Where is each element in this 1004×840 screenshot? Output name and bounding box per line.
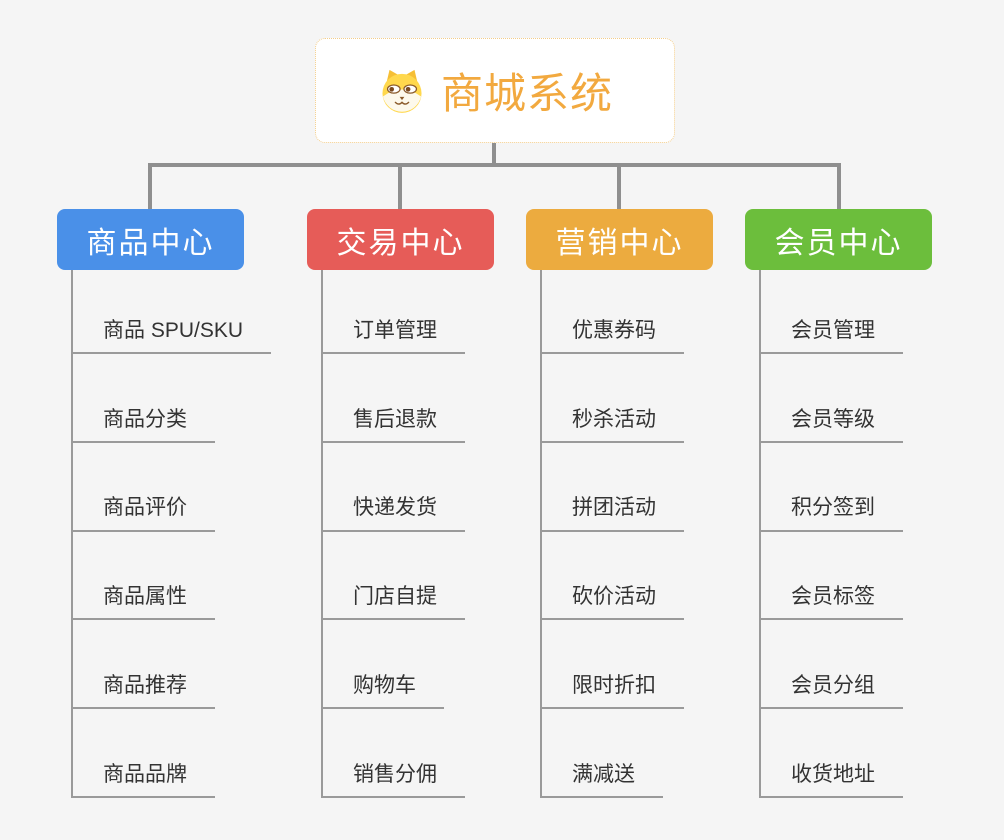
child-node[interactable]: 限时折扣 — [540, 620, 684, 710]
child-node-label: 商品 SPU/SKU — [71, 319, 272, 354]
child-node-label: 会员管理 — [759, 319, 903, 354]
child-node-label: 限时折扣 — [540, 674, 684, 710]
child-node[interactable]: 拼团活动 — [540, 443, 684, 532]
branch-label: 会员中心 — [774, 226, 903, 260]
connector-horizontal-bar — [148, 163, 841, 167]
child-node-label: 商品分类 — [71, 408, 215, 443]
child-node[interactable]: 商品推荐 — [71, 620, 271, 710]
child-node-label: 收货地址 — [759, 763, 903, 798]
child-node[interactable]: 满减送 — [540, 709, 684, 798]
branch-children-column: 商品 SPU/SKU 商品分类商品评价商品属性商品推荐商品品牌 — [71, 270, 272, 798]
child-node[interactable]: 快递发货 — [321, 443, 465, 532]
child-node[interactable]: 商品品牌 — [71, 709, 271, 798]
dog-face-icon — [382, 69, 422, 113]
child-node-label: 满减送 — [540, 763, 663, 798]
child-node-label: 拼团活动 — [540, 496, 684, 532]
child-node-label: 销售分佣 — [321, 763, 465, 798]
child-node-label: 会员标签 — [759, 585, 903, 621]
child-node[interactable]: 商品属性 — [71, 532, 271, 621]
connector-drop-branch-0 — [148, 165, 152, 210]
branch-label: 商品中心 — [86, 226, 215, 260]
child-node-label: 购物车 — [321, 674, 444, 710]
branch-children-column: 会员管理会员等级积分签到会员标签会员分组收货地址 — [759, 270, 903, 798]
child-node[interactable]: 门店自提 — [321, 532, 465, 621]
branch-node-trade-center[interactable]: 交易中心 — [307, 209, 494, 270]
child-node[interactable]: 会员管理 — [759, 270, 903, 354]
child-node-label: 商品评价 — [71, 496, 215, 532]
branch-children-column: 订单管理售后退款快递发货门店自提购物车销售分佣 — [321, 270, 465, 798]
branch-node-product-center[interactable]: 商品中心 — [57, 209, 244, 270]
branch-node-marketing-center[interactable]: 营销中心 — [526, 209, 713, 270]
child-node-label: 商品推荐 — [71, 674, 215, 710]
child-node-label: 积分签到 — [759, 496, 903, 532]
child-node-label: 会员分组 — [759, 674, 903, 710]
child-node-label: 优惠券码 — [540, 319, 684, 354]
connector-drop-branch-3 — [837, 165, 841, 210]
child-node[interactable]: 秒杀活动 — [540, 354, 684, 443]
connector-root-stub — [492, 143, 496, 165]
child-node[interactable]: 会员标签 — [759, 532, 903, 621]
child-node[interactable]: 订单管理 — [321, 270, 465, 354]
child-node[interactable]: 积分签到 — [759, 443, 903, 532]
child-node[interactable]: 售后退款 — [321, 354, 465, 443]
child-node-label: 商品属性 — [71, 585, 215, 621]
root-node[interactable]: 商城系统 — [315, 38, 675, 143]
child-node[interactable]: 会员等级 — [759, 354, 903, 443]
child-node[interactable]: 收货地址 — [759, 709, 903, 798]
child-node-label: 商品品牌 — [71, 763, 215, 798]
child-node[interactable]: 会员分组 — [759, 620, 903, 710]
child-node-label: 订单管理 — [321, 319, 465, 354]
child-node-label: 会员等级 — [759, 408, 903, 443]
child-node[interactable]: 优惠券码 — [540, 270, 684, 354]
child-node[interactable]: 商品评价 — [71, 443, 271, 532]
child-node-label: 门店自提 — [321, 585, 465, 621]
branch-label: 营销中心 — [555, 226, 684, 260]
child-node[interactable]: 购物车 — [321, 620, 465, 710]
branch-children-column: 优惠券码秒杀活动拼团活动砍价活动限时折扣满减送 — [540, 270, 684, 798]
child-node-label: 砍价活动 — [540, 585, 684, 621]
child-node-label: 快递发货 — [321, 496, 465, 532]
child-node[interactable]: 商品分类 — [71, 354, 271, 443]
child-node-label: 秒杀活动 — [540, 408, 684, 443]
branch-label: 交易中心 — [336, 226, 465, 260]
child-node[interactable]: 砍价活动 — [540, 532, 684, 621]
connector-drop-branch-1 — [398, 165, 402, 210]
root-title: 商城系统 — [440, 70, 613, 117]
connector-drop-branch-2 — [617, 165, 621, 210]
child-node[interactable]: 商品 SPU/SKU — [71, 270, 272, 354]
child-node-label: 售后退款 — [321, 408, 465, 443]
child-node[interactable]: 销售分佣 — [321, 709, 465, 798]
branch-node-member-center[interactable]: 会员中心 — [745, 209, 932, 270]
